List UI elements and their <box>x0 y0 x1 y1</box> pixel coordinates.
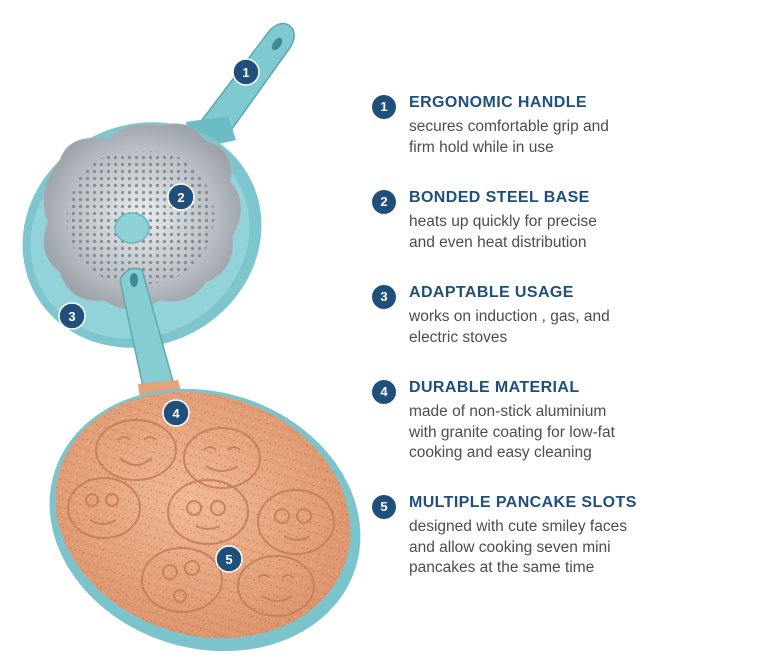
feature-title: DURABLE MATERIAL <box>409 379 580 396</box>
svg-text:4: 4 <box>172 406 180 421</box>
pancake-slot <box>95 419 177 481</box>
pancake-pan-illustration: 1 2 3 4 5 <box>22 22 361 652</box>
feature-title: ERGONOMIC HANDLE <box>409 94 587 111</box>
svg-text:1: 1 <box>242 65 249 80</box>
feature-description: works on induction , gas, and electric s… <box>409 308 610 346</box>
pancake-slot <box>141 547 223 613</box>
badge-4: 4 <box>162 399 190 427</box>
feature-number: 4 <box>372 380 396 404</box>
badge-5: 5 <box>215 545 243 573</box>
svg-text:5: 5 <box>225 552 232 567</box>
badge-1: 1 <box>232 58 260 86</box>
feature-number: 1 <box>372 95 396 119</box>
feature-description: designed with cute smiley faces and allo… <box>409 518 627 576</box>
feature-title: ADAPTABLE USAGE <box>409 284 574 301</box>
feature-number: 5 <box>372 495 396 519</box>
svg-text:2: 2 <box>177 190 184 205</box>
badge-3: 3 <box>58 302 86 330</box>
svg-text:3: 3 <box>68 309 75 324</box>
feature-number: 2 <box>372 190 396 214</box>
back-pan-handle <box>186 22 295 150</box>
back-pan-body <box>22 122 262 348</box>
feature-title: MULTIPLE PANCAKE SLOTS <box>409 494 637 511</box>
front-pan-body <box>49 388 361 652</box>
feature-description: made of non-stick aluminium with granite… <box>409 403 615 461</box>
pancake-slots <box>67 419 335 617</box>
badge-2: 2 <box>167 183 195 211</box>
feature-description: secures comfortable grip and firm hold w… <box>409 118 609 156</box>
feature-description: heats up quickly for precise and even he… <box>409 213 597 251</box>
pancake-slot <box>257 489 335 555</box>
pancake-slot <box>167 479 249 545</box>
pancake-slot <box>237 555 315 617</box>
feature-title: BONDED STEEL BASE <box>409 189 590 206</box>
pancake-slot <box>67 477 141 539</box>
pancake-slot <box>183 427 261 489</box>
feature-number: 3 <box>372 285 396 309</box>
